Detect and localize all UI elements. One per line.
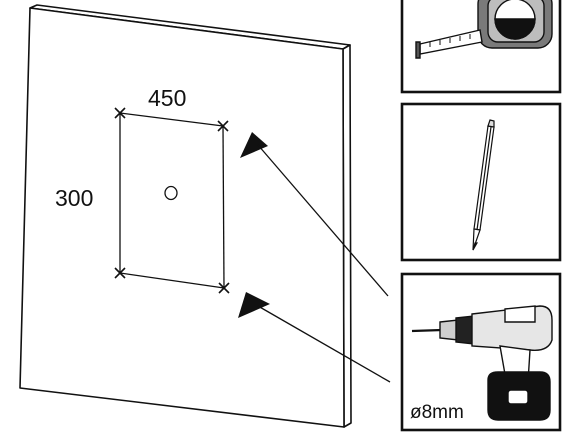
arrow-head-upper bbox=[240, 132, 268, 158]
arrow-line-upper bbox=[257, 144, 389, 297]
center-hole bbox=[164, 185, 178, 201]
arrow-line-lower bbox=[257, 305, 391, 383]
pencil-icon bbox=[472, 119, 495, 251]
cross-mark-bottom-right bbox=[218, 282, 230, 294]
cordless-drill-icon bbox=[411, 305, 553, 421]
drill-bit-size-label: ø8mm bbox=[410, 402, 464, 423]
tape-measure-icon bbox=[415, 0, 553, 59]
mounting-rectangle bbox=[119, 112, 225, 289]
wall-panel bbox=[19, 4, 352, 428]
height-dimension-label: 300 bbox=[55, 185, 93, 211]
cross-mark-bottom-left bbox=[114, 267, 126, 279]
cross-mark-top-left bbox=[114, 107, 126, 119]
width-dimension-label: 450 bbox=[148, 85, 186, 111]
arrow-head-lower bbox=[238, 292, 270, 318]
panel-face bbox=[19, 7, 345, 428]
cross-mark-top-right bbox=[217, 120, 229, 132]
